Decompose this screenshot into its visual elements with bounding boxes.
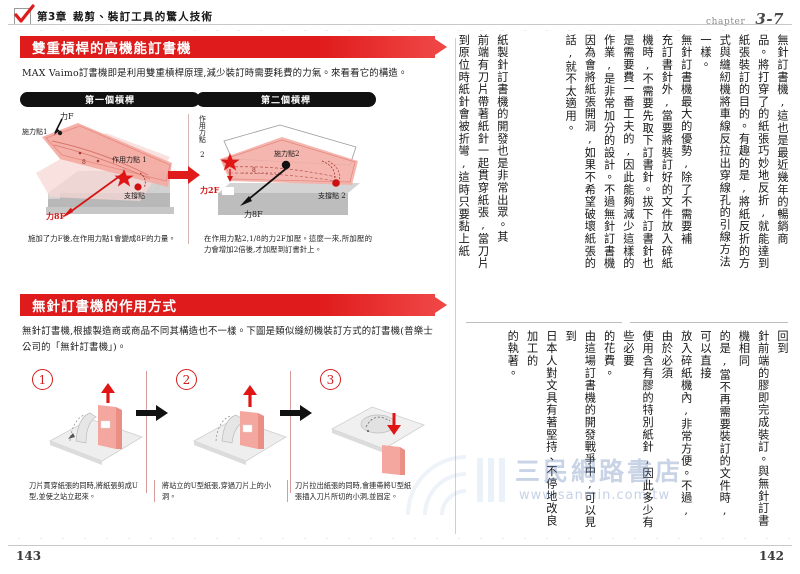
vtext-column: 放入碎紙機內,非常方便。不過,由於必須	[660, 330, 693, 519]
footer-dotted-rule	[8, 538, 792, 539]
vtext-column: 針前端的膠即完成裝訂。與無針訂書機相同	[737, 330, 770, 527]
right-page-top-columns: 無針訂書機,這也是最近幾年的暢銷商 品。將打穿了的紙張巧妙地反折,就能達到 紙張…	[561, 34, 792, 316]
vtext-column: 作業,是非常加分的設計。不過無針訂書機	[602, 34, 616, 270]
lever1-force-in-label: 力F	[60, 111, 74, 121]
lever2-force-out-label: 力8F	[244, 209, 263, 219]
vtext-column: 無針訂書機,這也是最近幾年的暢銷商	[776, 34, 789, 245]
page-gutter-divider	[455, 38, 456, 534]
step-divider-2	[290, 371, 291, 494]
vtext-column: 日本人對文具有著堅持、不停地改良加工的	[525, 330, 558, 527]
lever1-force-out-label: 力8F	[46, 210, 66, 221]
vtext-column: 是需要費一番工夫的,因此能夠減少這樣的	[621, 34, 635, 270]
vtext-column: 的執著。	[506, 330, 520, 380]
vtext-column: 因為會將紙張開洞,如果不希望破壞紙張的	[583, 34, 597, 270]
vtext-column: 品。將打穿了的紙張巧妙地反折,就能達到	[756, 34, 770, 270]
step-3-caption: 刀片拉出紙張的同時,會連帶將U型紙張插入刀片所切的小洞,並固定。	[287, 480, 420, 503]
vtext-column: 的花費。	[602, 330, 616, 380]
right-page-content: 無針訂書機,這也是最近幾年的暢銷商 品。將打穿了的紙張巧妙地反折,就能達到 紙張…	[457, 34, 792, 534]
lever2-force-in-label: 力2F	[200, 184, 220, 195]
step-2-caption: 將站立的U型紙張,穿過刀片上的小洞。	[154, 480, 287, 503]
section2-heading-banner: 無針訂書機的作用方式	[20, 294, 447, 316]
chapter-label: 第3章	[37, 11, 67, 23]
lever1-ratio-label: 8	[82, 158, 86, 166]
section2-intro-paragraph: 無針訂書機,根據製造商或商品不同其構造也不一樣。下圖是類似縫紉機裝訂方式的訂書機…	[22, 326, 433, 353]
lever-panel-2-pill: 第二個槓桿	[196, 91, 376, 107]
lever-figure-1: 施力點1 力F 作用力點 1 支撐點 力8F 8	[20, 111, 200, 231]
step-arrow-1-icon	[136, 405, 168, 422]
step-1: 1	[20, 369, 150, 474]
lever1-load-point-label: 作用力點 1	[112, 155, 147, 164]
step-3: 3	[308, 369, 438, 476]
lever1-caption: 施加了力F後,在作用力點1會變成8F的力量。	[28, 233, 176, 243]
vtext-column: 機時,不需要先取下訂書針。拔下訂書針也	[641, 34, 655, 270]
vtext-column: 紙張裝訂的目的。有趣的是,將紙反折的方	[737, 34, 751, 270]
right-page-bottom-columns: 回到 針前端的膠即完成裝訂。與無針訂書機相同 的是,當不再需要裝訂的文件時,可以…	[503, 330, 792, 530]
running-head: 第3章 裁剪、裝訂工具的驚人技術 chapter 3-7	[0, 4, 800, 30]
vtext-column: 無針訂書機最大的優勢,除了不需要補	[679, 34, 693, 245]
lever2-load-point-label: 作用力點 2	[198, 114, 207, 159]
right-page-column-separator-left	[466, 322, 622, 323]
vtext-column: 由這場訂書機的開發戰爭中,可以見到	[564, 330, 597, 529]
lever-diagram-area: 第一個槓桿	[0, 91, 455, 277]
lever-figure-2: 作用力點 2 力2F 施力點2 支撐點 2 力8F 8	[196, 111, 376, 231]
left-page-content: 雙重槓桿的高機能訂書機 MAX Vaimo訂書機即是利用雙重槓桿原理,減少裝訂時…	[0, 36, 455, 536]
vtext-column: 紙製針訂書機的開發也是非常出眾。其	[495, 34, 509, 244]
lever-panel-1-pill: 第一個槓桿	[20, 91, 200, 107]
section1-heading-text: 雙重槓桿的高機能訂書機	[32, 41, 192, 57]
lever2-ratio-label: 8	[252, 166, 256, 174]
step-3-number: 3	[320, 369, 341, 391]
lever-panel-1: 第一個槓桿	[20, 91, 200, 244]
checkmark-icon	[14, 4, 35, 25]
section1-intro-paragraph: MAX Vaimo訂書機即是利用雙重槓桿原理,減少裝訂時需要耗費的力氣。來看看它…	[22, 68, 408, 79]
section1-heading-banner: 雙重槓桿的高機能訂書機	[20, 36, 447, 58]
step-1-number: 1	[32, 369, 53, 391]
page-number-left: 143	[16, 549, 42, 563]
chapter-number-group: chapter 3-7	[706, 10, 784, 28]
right-page-column-separator-right	[630, 322, 788, 323]
vtext-column: 使用含有膠的特別紙針,因此多少有些必要	[621, 330, 655, 529]
chapter-marker: 第3章 裁剪、裝訂工具的驚人技術	[14, 4, 214, 25]
vtext-column: 一樣。	[698, 34, 712, 71]
footer-rule	[8, 545, 792, 546]
vtext-column: 回到	[776, 330, 789, 355]
stapleless-steps-diagram: 1	[18, 369, 438, 494]
chapter-word: chapter	[705, 17, 746, 27]
header-rule	[8, 24, 792, 25]
step-divider-1	[146, 371, 147, 494]
chapter-title: 裁剪、裝訂工具的驚人技術	[72, 11, 214, 23]
section2-heading-text: 無針訂書機的作用方式	[32, 299, 177, 315]
step-1-caption: 刀片貫穿紙張的同時,將紙張剪成U型,並使之站立起來。	[29, 481, 138, 502]
vtext-column: 式與縫紉機將車線反拉出穿線孔的引線方法	[718, 34, 732, 268]
step-arrow-2-icon	[280, 405, 312, 422]
page-number-right: 142	[758, 549, 784, 563]
step-2-number: 2	[176, 369, 197, 391]
right-page-mid-columns: 紙製針訂書機的開發也是非常出眾。其 前端有刀片帶著紙針一起貫穿紙張,當刀片 到原…	[454, 34, 512, 530]
header-dotted-rule	[8, 30, 792, 31]
lever2-fulcrum-label: 支撐點 2	[318, 191, 346, 200]
chapter-number: 3-7	[755, 10, 784, 28]
step-2: 2	[164, 369, 294, 474]
vtext-column: 到原位時紙針會被折彎,這時只要黏上紙	[457, 34, 471, 258]
lever1-effort-point-label: 施力點1	[22, 127, 48, 136]
lever-panel-2: 第二個槓桿	[196, 91, 376, 255]
vtext-column: 充訂書針外,當要將裝訂好的文件放入碎紙	[660, 34, 674, 270]
flow-arrow-icon	[168, 165, 200, 188]
vtext-column: 前端有刀片帶著紙針一起貫穿紙張,當刀片	[476, 34, 490, 270]
vtext-column: 話,就不太適用。	[564, 34, 578, 135]
vtext-column: 的是,當不再需要裝訂的文件時,可以直接	[698, 330, 732, 519]
lever2-caption: 在作用力點2,1/8的力2F加壓。這麼一來,所加壓的力會增加2倍後,才加壓到訂書…	[204, 233, 372, 254]
lever2-effort-point-label: 施力點2	[274, 149, 300, 158]
section2-block: 無針訂書機的作用方式 無針訂書機,根據製造商或商品不同其構造也不一樣。下圖是類似…	[0, 294, 455, 503]
step-captions-row: 刀片貫穿紙張的同時,將紙張剪成U型,並使之站立起來。 將站立的U型紙張,穿過刀片…	[22, 480, 435, 503]
lever1-fulcrum-label: 支撐點	[124, 191, 145, 200]
